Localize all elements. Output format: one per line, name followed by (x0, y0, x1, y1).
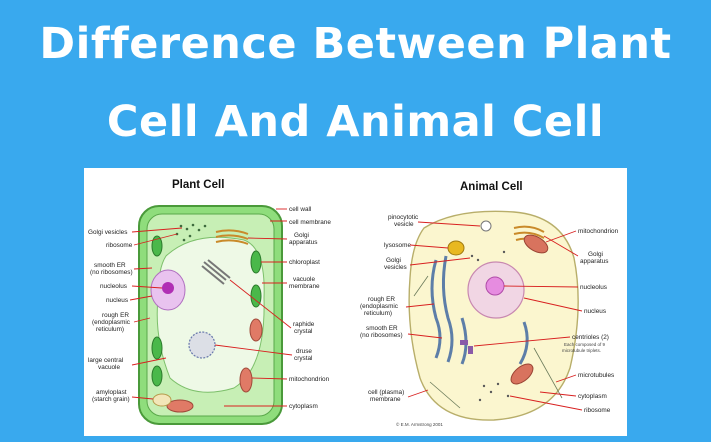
label-animal-golgi: Golgi (588, 251, 603, 258)
label-druse-crystal: crystal (294, 355, 312, 362)
label-amyloplast: amyloplast (96, 389, 127, 396)
animal-right-leader-lines (473, 230, 583, 411)
plant-right-labels: cell wall cell membrane Golgi apparatus … (289, 206, 331, 410)
label-raphide: raphide (293, 321, 315, 328)
label-lysosome: lysosome (384, 242, 411, 249)
animal-nucleolus (485, 276, 505, 296)
plant-left-labels: Golgi vesicles ribosome smooth ER (no ri… (88, 229, 133, 403)
label-cell-wall: cell wall (289, 206, 311, 213)
label-animal-rough-er: rough ER (368, 296, 395, 303)
label-nucleolus: nucleolus (100, 283, 127, 290)
label-animal-nucleolus: nucleolus (580, 284, 607, 291)
label-pinocytotic-vesicle: vesicle (394, 221, 414, 228)
label-microtubules: microtubules (578, 372, 614, 379)
label-raphide-crystal: crystal (294, 328, 312, 335)
label-rough-er-note-2: reticulum) (96, 326, 124, 333)
raphide-crystal (201, 259, 231, 285)
amyloplast (152, 393, 172, 407)
label-centrioles-note-1: Each composed of 9 (564, 342, 606, 347)
plant-left-leader-lines (129, 227, 183, 400)
centrioles (460, 340, 473, 354)
cell-diagram: Plant Cell (88, 179, 619, 427)
pinocytotic-vesicle (480, 220, 492, 232)
label-golgi-vesicles: Golgi (386, 257, 401, 264)
label-animal-ribosome: ribosome (584, 407, 611, 414)
label-centrioles-note-2: microtubule triplets. (562, 348, 601, 353)
label-animal-mitochondrion: mitochondrion (578, 228, 619, 235)
label-animal-nucleus: nucleus (584, 308, 606, 315)
plant-golgi-apparatus (215, 229, 249, 245)
label-cytoplasm: cytoplasm (289, 403, 318, 410)
chloroplasts (151, 235, 262, 387)
microtubules (413, 275, 563, 409)
label-rough-er-note-1: (endoplasmic (92, 319, 131, 326)
label-mitochondrion: mitochondrion (289, 376, 330, 383)
animal-ribosomes (470, 250, 510, 402)
label-centrioles: centrioles (2) (572, 334, 609, 341)
label-animal-endoplasmic: (endoplasmic (360, 303, 399, 310)
plant-mitochondria (166, 318, 263, 413)
diagram-panel: Plant Cell (84, 168, 627, 436)
page-title-line-1: Difference Between Plant (39, 19, 672, 69)
page-title-line-2: Cell And Animal Cell (106, 97, 605, 147)
animal-left-leader-lines (405, 221, 481, 398)
label-golgi-apparatus: apparatus (289, 239, 317, 246)
label-smooth-er-note: (no ribosomes) (90, 269, 133, 276)
label-cell-membrane: cell membrane (289, 219, 331, 226)
label-starch-grain: (starch grain) (92, 396, 130, 403)
label-animal-smooth-er: smooth ER (366, 325, 398, 332)
druse-crystal (188, 331, 216, 359)
label-animal-reticulum: reticulum) (364, 310, 392, 317)
lysosome (447, 240, 465, 256)
label-smooth-er: smooth ER (94, 262, 126, 269)
diagram-credit: © E.M. Armstrong 2001 (396, 421, 443, 427)
label-nucleus: nucleus (106, 297, 128, 304)
label-animal-no-ribosomes: (no ribosomes) (360, 332, 403, 339)
label-large-central-vacuole: large central (88, 357, 123, 364)
animal-cell (408, 210, 579, 421)
plant-cell-heading: Plant Cell (172, 179, 224, 191)
label-pinocytotic: pinocytotic (388, 214, 419, 221)
animal-right-labels: mitochondrion Golgi apparatus nucleolus … (562, 228, 619, 414)
plant-nucleolus (162, 282, 174, 294)
animal-left-labels: pinocytotic vesicle lysosome Golgi vesic… (360, 214, 419, 403)
label-golgi-vesicles: Golgi vesicles (88, 229, 127, 236)
animal-cell-heading: Animal Cell (460, 181, 523, 193)
label-vacuole: vacuole (98, 364, 120, 371)
label-vacuole-membrane: vacuole (293, 276, 315, 283)
label-rough-er: rough ER (102, 312, 129, 319)
plant-ribosomes (175, 223, 207, 242)
label-cell-plasma: cell (plasma) (368, 389, 404, 396)
animal-mitochondria (510, 234, 549, 385)
label-ribosome: ribosome (106, 242, 133, 249)
label-animal-cytoplasm: cytoplasm (578, 393, 607, 400)
label-chloroplast: chloroplast (289, 259, 320, 266)
plant-right-leader-lines (214, 208, 293, 407)
label-animal-golgi-apparatus: apparatus (580, 258, 608, 265)
plant-cell (138, 205, 283, 425)
label-golgi: Golgi (294, 232, 309, 239)
label-vesicles: vesicles (384, 264, 407, 271)
label-membrane: membrane (289, 283, 320, 290)
label-druse: druse (296, 348, 312, 355)
label-plasma-membrane: membrane (370, 396, 401, 403)
